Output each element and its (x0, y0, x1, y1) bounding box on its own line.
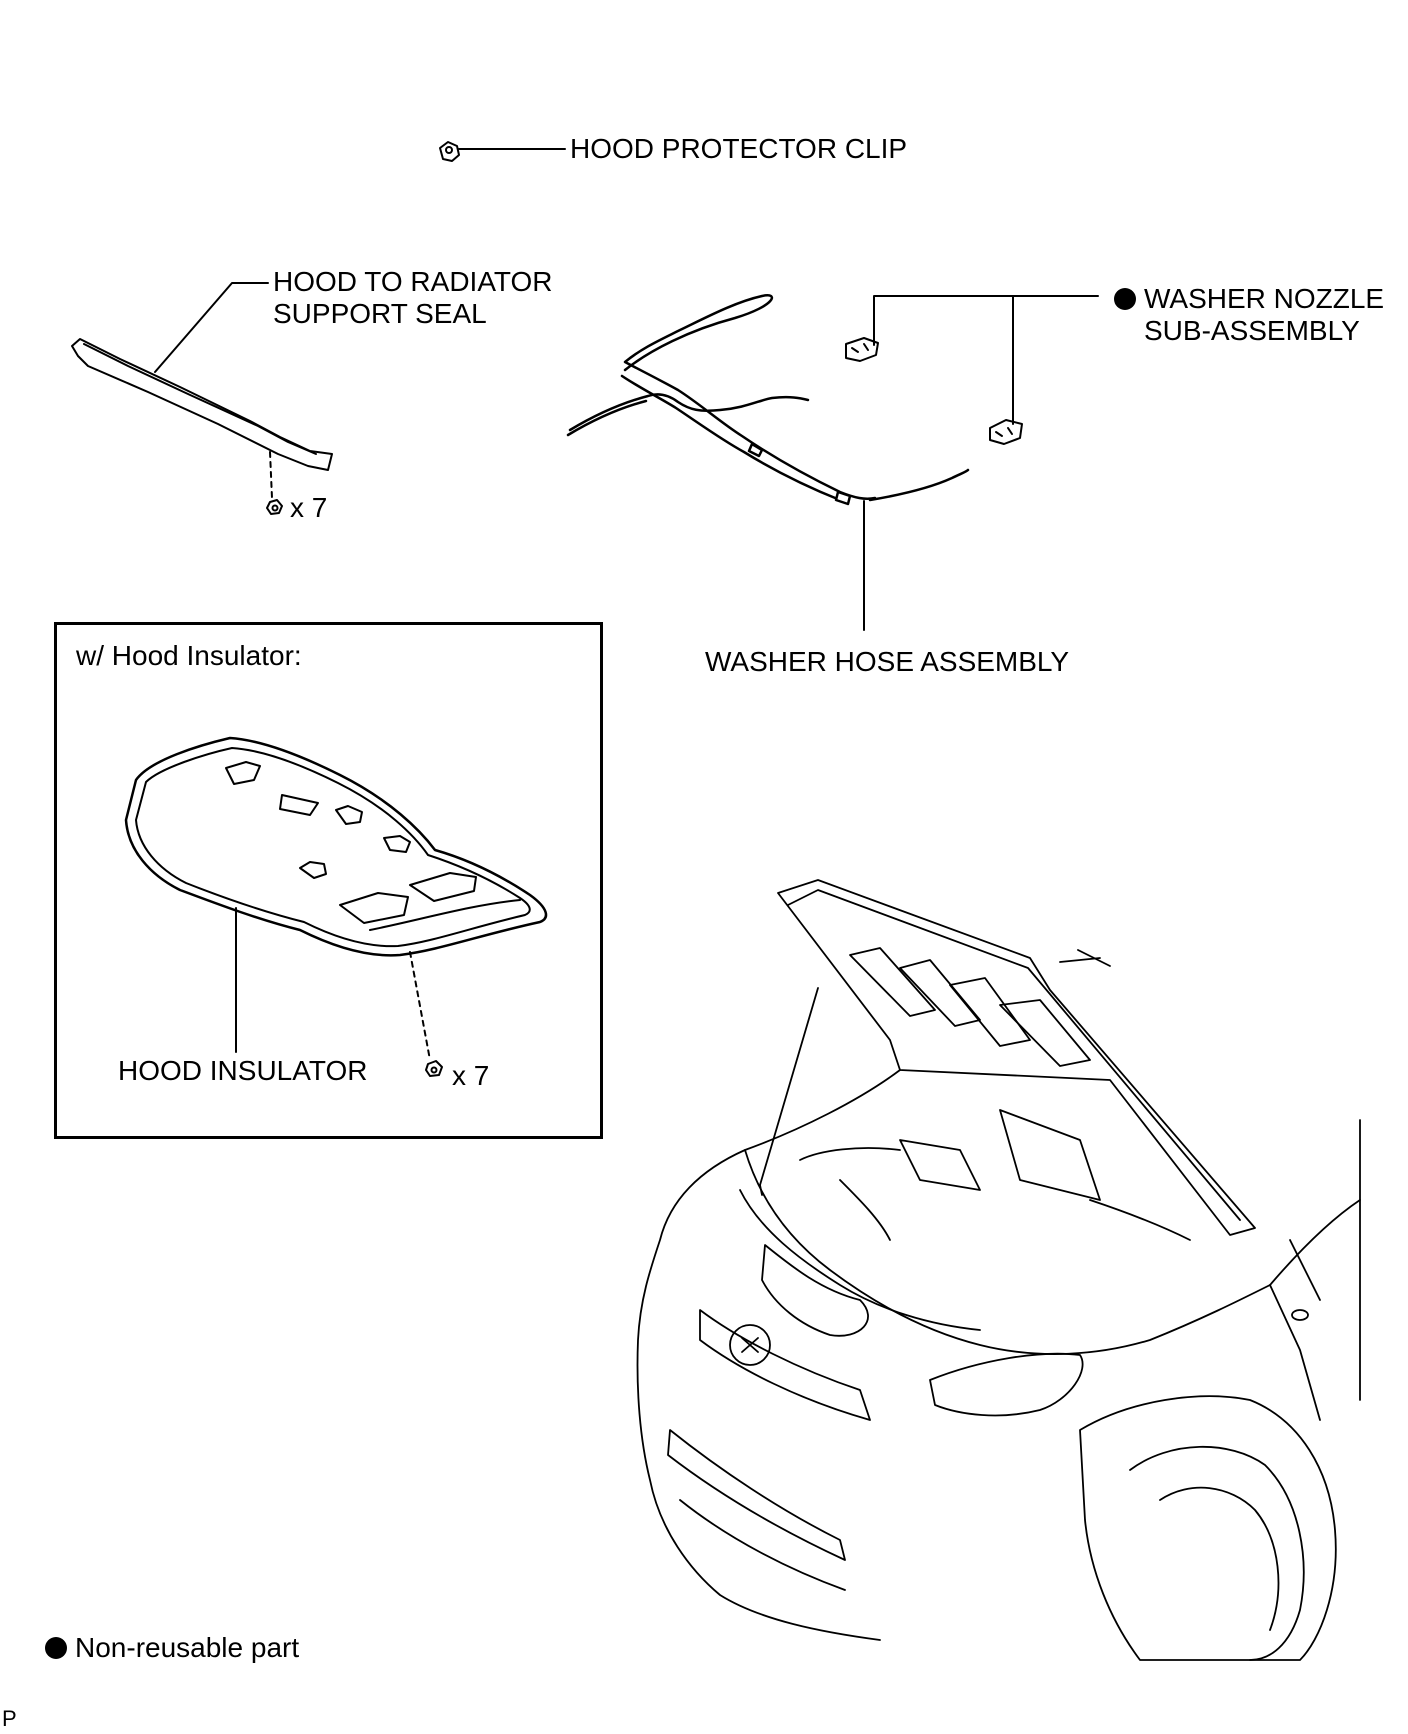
vehicle-front-illustration (636, 879, 1361, 1661)
inset-title: w/ Hood Insulator: (76, 640, 302, 671)
washer-nozzle-left-icon (845, 337, 879, 362)
washer-nozzle-leader (873, 295, 1099, 346)
non-reusable-dot-icon (1114, 288, 1136, 310)
radiator-support-seal-part (71, 338, 333, 471)
insulator-quantity-label: x 7 (452, 1060, 490, 1091)
hood-protector-clip-icon (439, 141, 460, 162)
washer-nozzle-right-icon (989, 419, 1023, 445)
nozzle-label-line1-text: WASHER NOZZLE (1144, 283, 1385, 314)
legend: Non-reusable part (45, 1632, 299, 1664)
seal-leader (154, 282, 269, 373)
corner-code: P (2, 1706, 17, 1731)
insulator-clip-icon (425, 1060, 443, 1077)
insulator-clip-dashed-line (409, 951, 431, 1061)
seal-quantity-label: x 7 (290, 492, 328, 523)
nozzle-label-line1: WASHER NOZZLE (1114, 283, 1384, 315)
seal-clip-dashed-line (269, 451, 273, 499)
hood-protector-clip-label: HOOD PROTECTOR CLIP (570, 133, 908, 164)
washer-nozzle-label: WASHER NOZZLE SUB-ASSEMBLY (1114, 283, 1384, 347)
seal-clip-icon (266, 499, 283, 515)
legend-text: Non-reusable part (75, 1632, 300, 1663)
seal-label-line1: HOOD TO RADIATOR (273, 266, 553, 297)
hood-insulator-inset-box (54, 622, 603, 1139)
radiator-support-seal-label: HOOD TO RADIATOR SUPPORT SEAL (273, 266, 553, 330)
washer-hose-label: WASHER HOSE ASSEMBLY (705, 646, 1070, 677)
legend-dot-icon (45, 1637, 67, 1659)
hood-insulator-label: HOOD INSULATOR (118, 1055, 368, 1086)
washer-hose-part (566, 294, 970, 506)
seal-label-line2: SUPPORT SEAL (273, 298, 487, 330)
nozzle-label-line2: SUB-ASSEMBLY (1144, 315, 1360, 347)
